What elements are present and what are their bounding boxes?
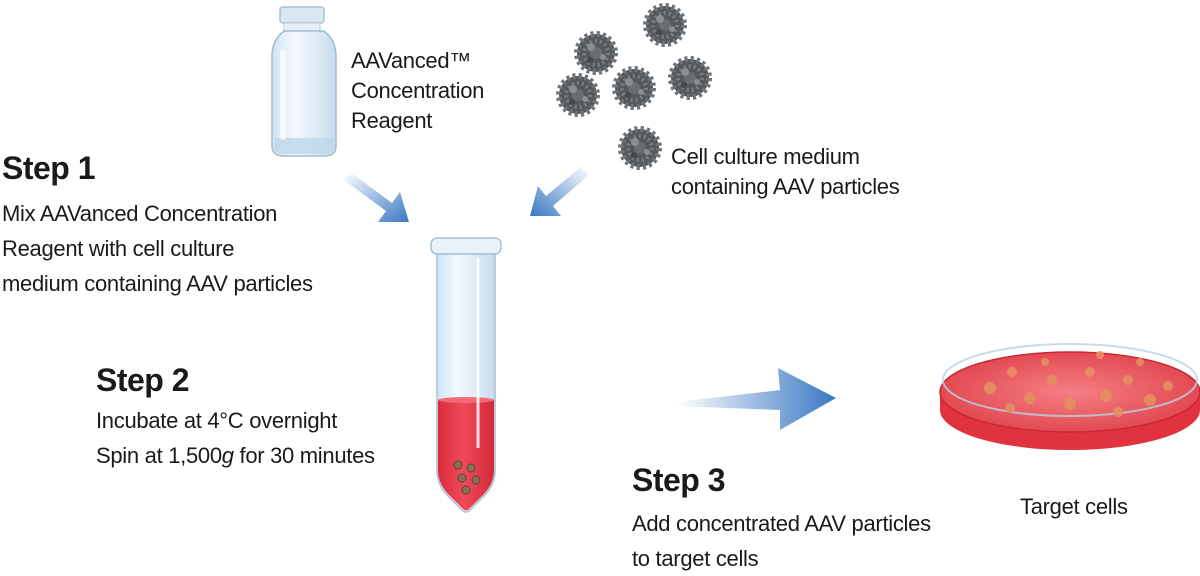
reagent-label-line: Concentration bbox=[351, 78, 485, 103]
reagent-label-line: Reagent bbox=[351, 108, 433, 133]
step3-line: Add concentrated AAV particles bbox=[632, 511, 931, 536]
medium-label-line: containing AAV particles bbox=[671, 174, 900, 199]
step2-title: Step 2 bbox=[96, 362, 190, 398]
centrifuge-tube-icon bbox=[430, 237, 502, 513]
step3-description: Add concentrated AAV particles to target… bbox=[632, 506, 931, 576]
step3-title: Step 3 bbox=[632, 462, 726, 498]
spin-speed-prefix: Spin at 1,500 bbox=[96, 443, 222, 468]
petri-dish-icon bbox=[939, 343, 1200, 450]
step3-line: to target cells bbox=[632, 546, 759, 571]
step1-line: Mix AAVanced Concentration bbox=[2, 201, 278, 226]
step1-title: Step 1 bbox=[2, 150, 96, 186]
reagent-label: AAVanced™ Concentration Reagent bbox=[351, 46, 484, 136]
medium-label: Cell culture medium containing AAV parti… bbox=[671, 142, 900, 202]
step1-line: Reagent with cell culture bbox=[2, 236, 235, 261]
arrow-to-target-cells-icon bbox=[676, 368, 836, 430]
step2-line: Incubate at 4°C overnight bbox=[96, 408, 338, 433]
medium-label-line: Cell culture medium bbox=[671, 144, 860, 169]
arrow-medium-to-tube-icon bbox=[530, 166, 589, 216]
target-cells-label: Target cells bbox=[1020, 494, 1128, 519]
step1-line: medium containing AAV particles bbox=[2, 271, 313, 296]
step1-description: Mix AAVanced Concentration Reagent with … bbox=[2, 196, 313, 301]
arrow-reagent-to-tube-icon bbox=[344, 172, 409, 222]
reagent-vial-icon bbox=[271, 6, 337, 157]
step2-description: Incubate at 4°C overnight Spin at 1,500g… bbox=[96, 403, 375, 473]
spin-duration-suffix: for 30 minutes bbox=[233, 443, 376, 468]
reagent-label-line: AAVanced™ bbox=[351, 48, 471, 73]
g-force-unit: g bbox=[221, 443, 234, 468]
step2-line: Spin at 1,500g for 30 minutes bbox=[96, 438, 375, 473]
